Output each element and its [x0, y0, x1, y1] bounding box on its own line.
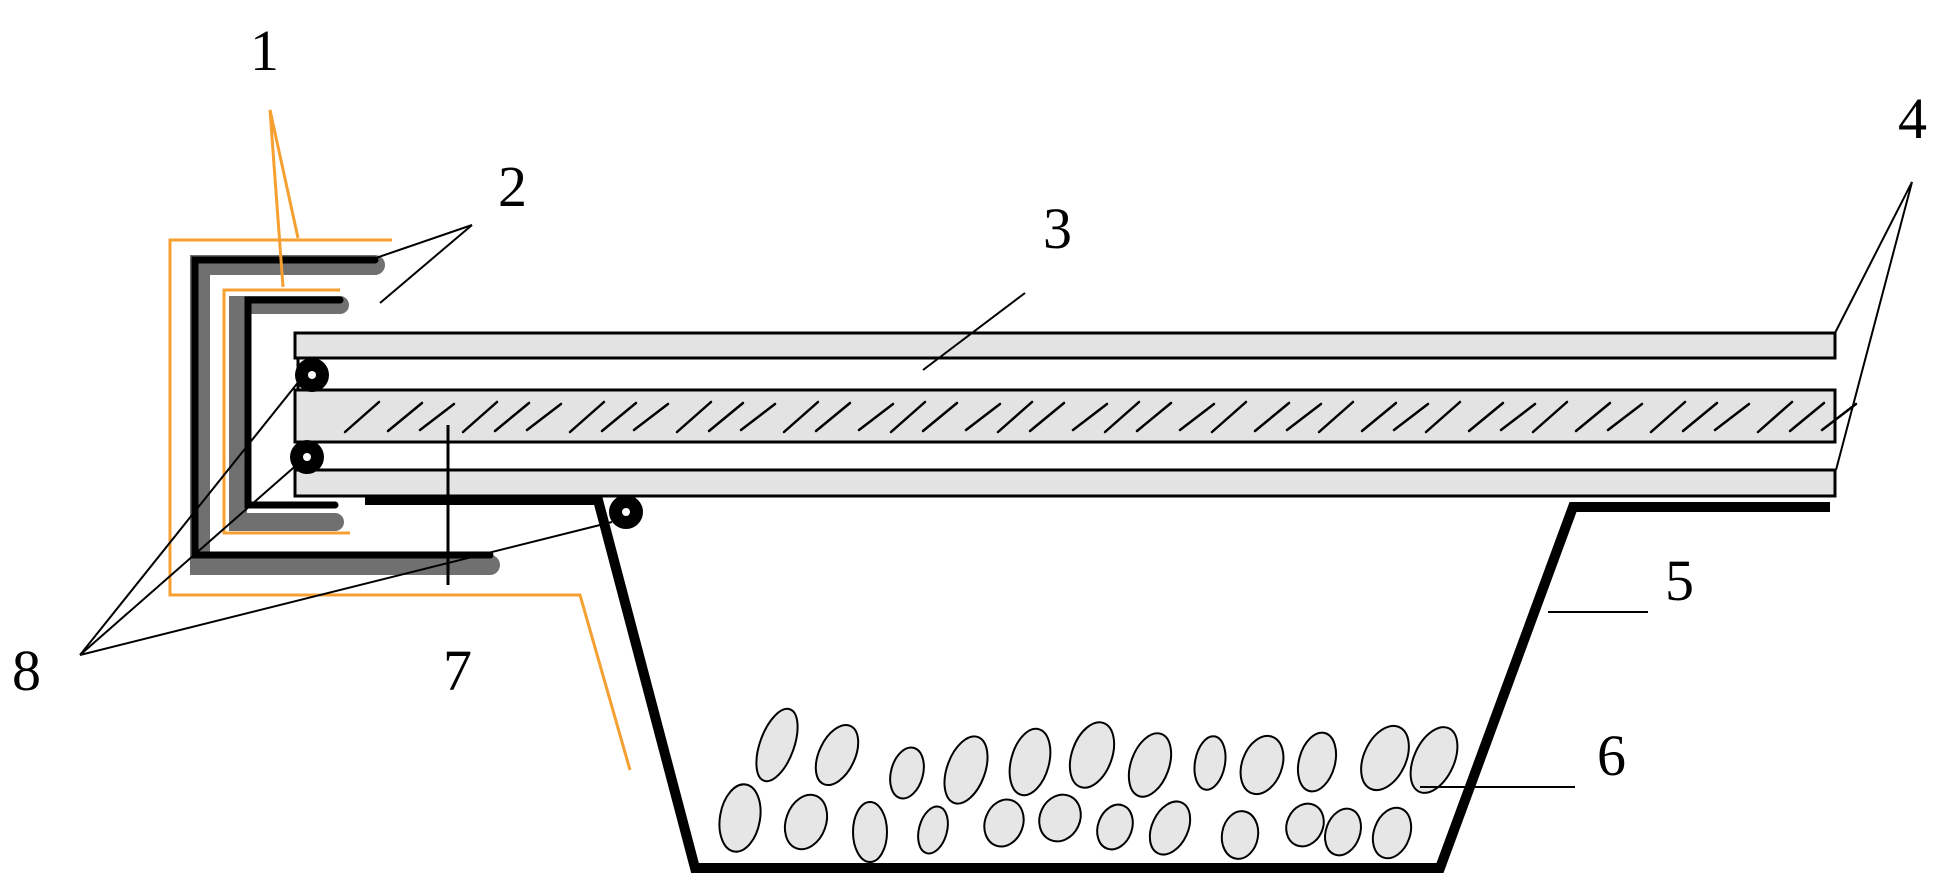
hatch-stroke — [1467, 401, 1505, 433]
callout-5: 5 — [1665, 548, 1694, 613]
pebble — [917, 805, 949, 855]
pebble — [1068, 721, 1116, 789]
hatch-stroke — [1317, 400, 1355, 434]
hatch-stroke — [1756, 400, 1794, 434]
hatch-stroke — [418, 402, 456, 432]
callout-1: 1 — [250, 18, 279, 83]
hatch-stroke — [632, 402, 670, 432]
hatch-stroke — [343, 400, 381, 434]
pebble — [1038, 793, 1082, 843]
outer-frame-gray — [190, 255, 500, 575]
callout-3: 3 — [1043, 196, 1072, 261]
hatch-stroke — [1713, 402, 1751, 432]
hatch-stroke — [1135, 401, 1173, 433]
laminate-hatch — [343, 400, 1858, 434]
pebble — [1193, 735, 1227, 791]
pebble — [1008, 727, 1052, 797]
hatch-stroke — [1392, 402, 1430, 432]
hatch-stroke — [707, 401, 745, 433]
glass-panes — [293, 331, 1837, 498]
pebble — [1324, 807, 1362, 857]
hatch-stroke — [1681, 401, 1719, 433]
hatch-stroke — [386, 401, 424, 433]
pebble — [1285, 802, 1325, 848]
pebble — [852, 801, 888, 863]
pebble — [983, 798, 1025, 848]
hatch-stroke — [568, 400, 606, 434]
hatch-stroke — [996, 400, 1034, 434]
pebble — [1127, 732, 1173, 798]
hatch-stroke — [1028, 401, 1066, 433]
frame-profile-black — [191, 256, 494, 559]
seal-upper — [295, 358, 329, 392]
hatch-stroke — [675, 400, 713, 434]
hatch-stroke — [1253, 401, 1291, 433]
hatch-stroke — [461, 400, 499, 434]
callout-7: 7 — [443, 638, 472, 703]
hatch-stroke — [600, 401, 638, 433]
pebble — [718, 783, 762, 853]
pebble — [783, 793, 829, 851]
hatch-stroke — [1424, 400, 1462, 434]
glass-pane-bottom — [293, 468, 1837, 498]
hatch-stroke — [525, 402, 563, 432]
hatch-stroke — [964, 402, 1002, 432]
glass-pane-top — [293, 331, 1837, 360]
callout-labels: 1 2 3 4 5 6 7 8 — [12, 18, 1927, 788]
callout-8: 8 — [12, 638, 41, 703]
orange-outline — [168, 238, 632, 771]
hatch-stroke — [857, 402, 895, 432]
pebble — [1409, 726, 1459, 794]
hatch-stroke — [1071, 402, 1109, 432]
hatch-stroke — [493, 401, 531, 433]
pebble — [1220, 810, 1260, 860]
drainage-tray — [365, 495, 1830, 873]
hatch-stroke — [1178, 402, 1216, 432]
pebble — [1148, 800, 1192, 856]
hatch-stroke — [1210, 400, 1248, 434]
pebble — [1239, 734, 1285, 796]
seal-lower — [609, 495, 643, 529]
pebble — [1296, 731, 1338, 793]
hatch-stroke — [1788, 401, 1826, 433]
hatch-stroke — [782, 400, 820, 434]
hatch-stroke — [1820, 402, 1858, 432]
hatch-stroke — [739, 402, 777, 432]
hatch-stroke — [814, 401, 852, 433]
pebble — [1096, 803, 1134, 851]
pebble — [943, 735, 989, 805]
hatch-stroke — [1360, 401, 1398, 433]
pebble — [889, 746, 925, 800]
hatch-stroke — [921, 401, 959, 433]
hatch-stroke — [1103, 400, 1141, 434]
pebble — [755, 707, 799, 783]
hatch-stroke — [1285, 402, 1323, 432]
hatch-stroke — [1574, 401, 1612, 433]
hatch-stroke — [1531, 400, 1569, 434]
leader-lines — [79, 109, 1913, 788]
callout-4: 4 — [1898, 86, 1927, 151]
hatch-stroke — [1606, 402, 1644, 432]
hatch-stroke — [889, 400, 927, 434]
callout-2: 2 — [498, 154, 527, 219]
pebbles — [718, 707, 1459, 863]
hatch-stroke — [1499, 402, 1537, 432]
hatch-stroke — [1649, 400, 1687, 434]
pebble — [1360, 724, 1410, 792]
callout-6: 6 — [1597, 723, 1626, 788]
seal-middle — [290, 440, 324, 474]
glass-pane-middle — [293, 388, 1837, 444]
pebble — [1371, 806, 1413, 860]
pebble — [814, 724, 860, 786]
seals — [290, 358, 643, 529]
